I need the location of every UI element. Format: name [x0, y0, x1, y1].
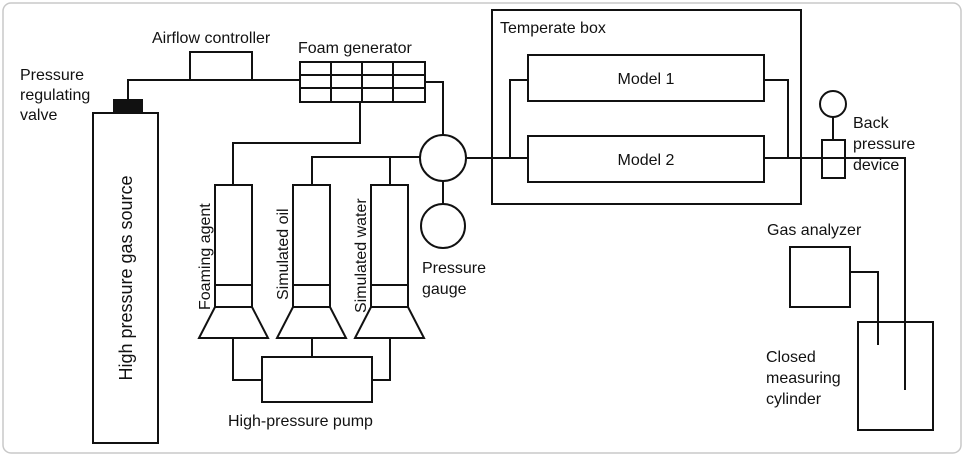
- back-pressure-device-label: Back pressure device: [853, 115, 920, 174]
- closed-measuring-cylinder-label: Closed measuring cylinder: [766, 349, 845, 408]
- airflow-controller-label: Airflow controller: [152, 30, 271, 47]
- model-2-label: Model 2: [618, 152, 675, 169]
- back-pressure-gauge: [819, 90, 847, 118]
- temperate-box: [491, 9, 802, 205]
- high-pressure-pump: [261, 356, 373, 403]
- model-1-label: Model 1: [618, 71, 675, 88]
- three-way-valve: [419, 134, 467, 182]
- pressure-gauge-label: Pressure gauge: [422, 260, 490, 298]
- pressure-regulating-valve-label: Pressure regulating valve: [20, 67, 95, 124]
- simulated-water-label: Simulated water: [353, 198, 370, 313]
- foam-generator: [299, 61, 426, 103]
- closed-measuring-cylinder: [857, 321, 934, 431]
- simulated-oil-container: [275, 184, 348, 339]
- foaming-agent-container: [197, 184, 270, 339]
- model-1: [527, 54, 765, 102]
- foam-generator-label: Foam generator: [298, 40, 413, 57]
- cylinder-inlet-tubes: [877, 322, 906, 390]
- foaming-agent-label: Foaming agent: [197, 203, 214, 310]
- simulated-water-container: [353, 184, 426, 339]
- gas-analyzer: [789, 246, 851, 308]
- high-pressure-gas-source-label: High pressure gas source: [116, 175, 136, 380]
- gas-analyzer-label: Gas analyzer: [767, 222, 862, 239]
- simulated-oil-label: Simulated oil: [275, 208, 292, 300]
- pressure-gauge: [420, 203, 466, 249]
- high-pressure-pump-label: High-pressure pump: [228, 413, 373, 430]
- temperate-box-label: Temperate box: [500, 20, 606, 37]
- high-pressure-gas-source-cylinder: [92, 112, 159, 444]
- pressure-regulating-valve-cap: [113, 99, 143, 113]
- pipe-lines: [127, 79, 906, 390]
- airflow-controller: [189, 51, 253, 81]
- model-2: [527, 135, 765, 183]
